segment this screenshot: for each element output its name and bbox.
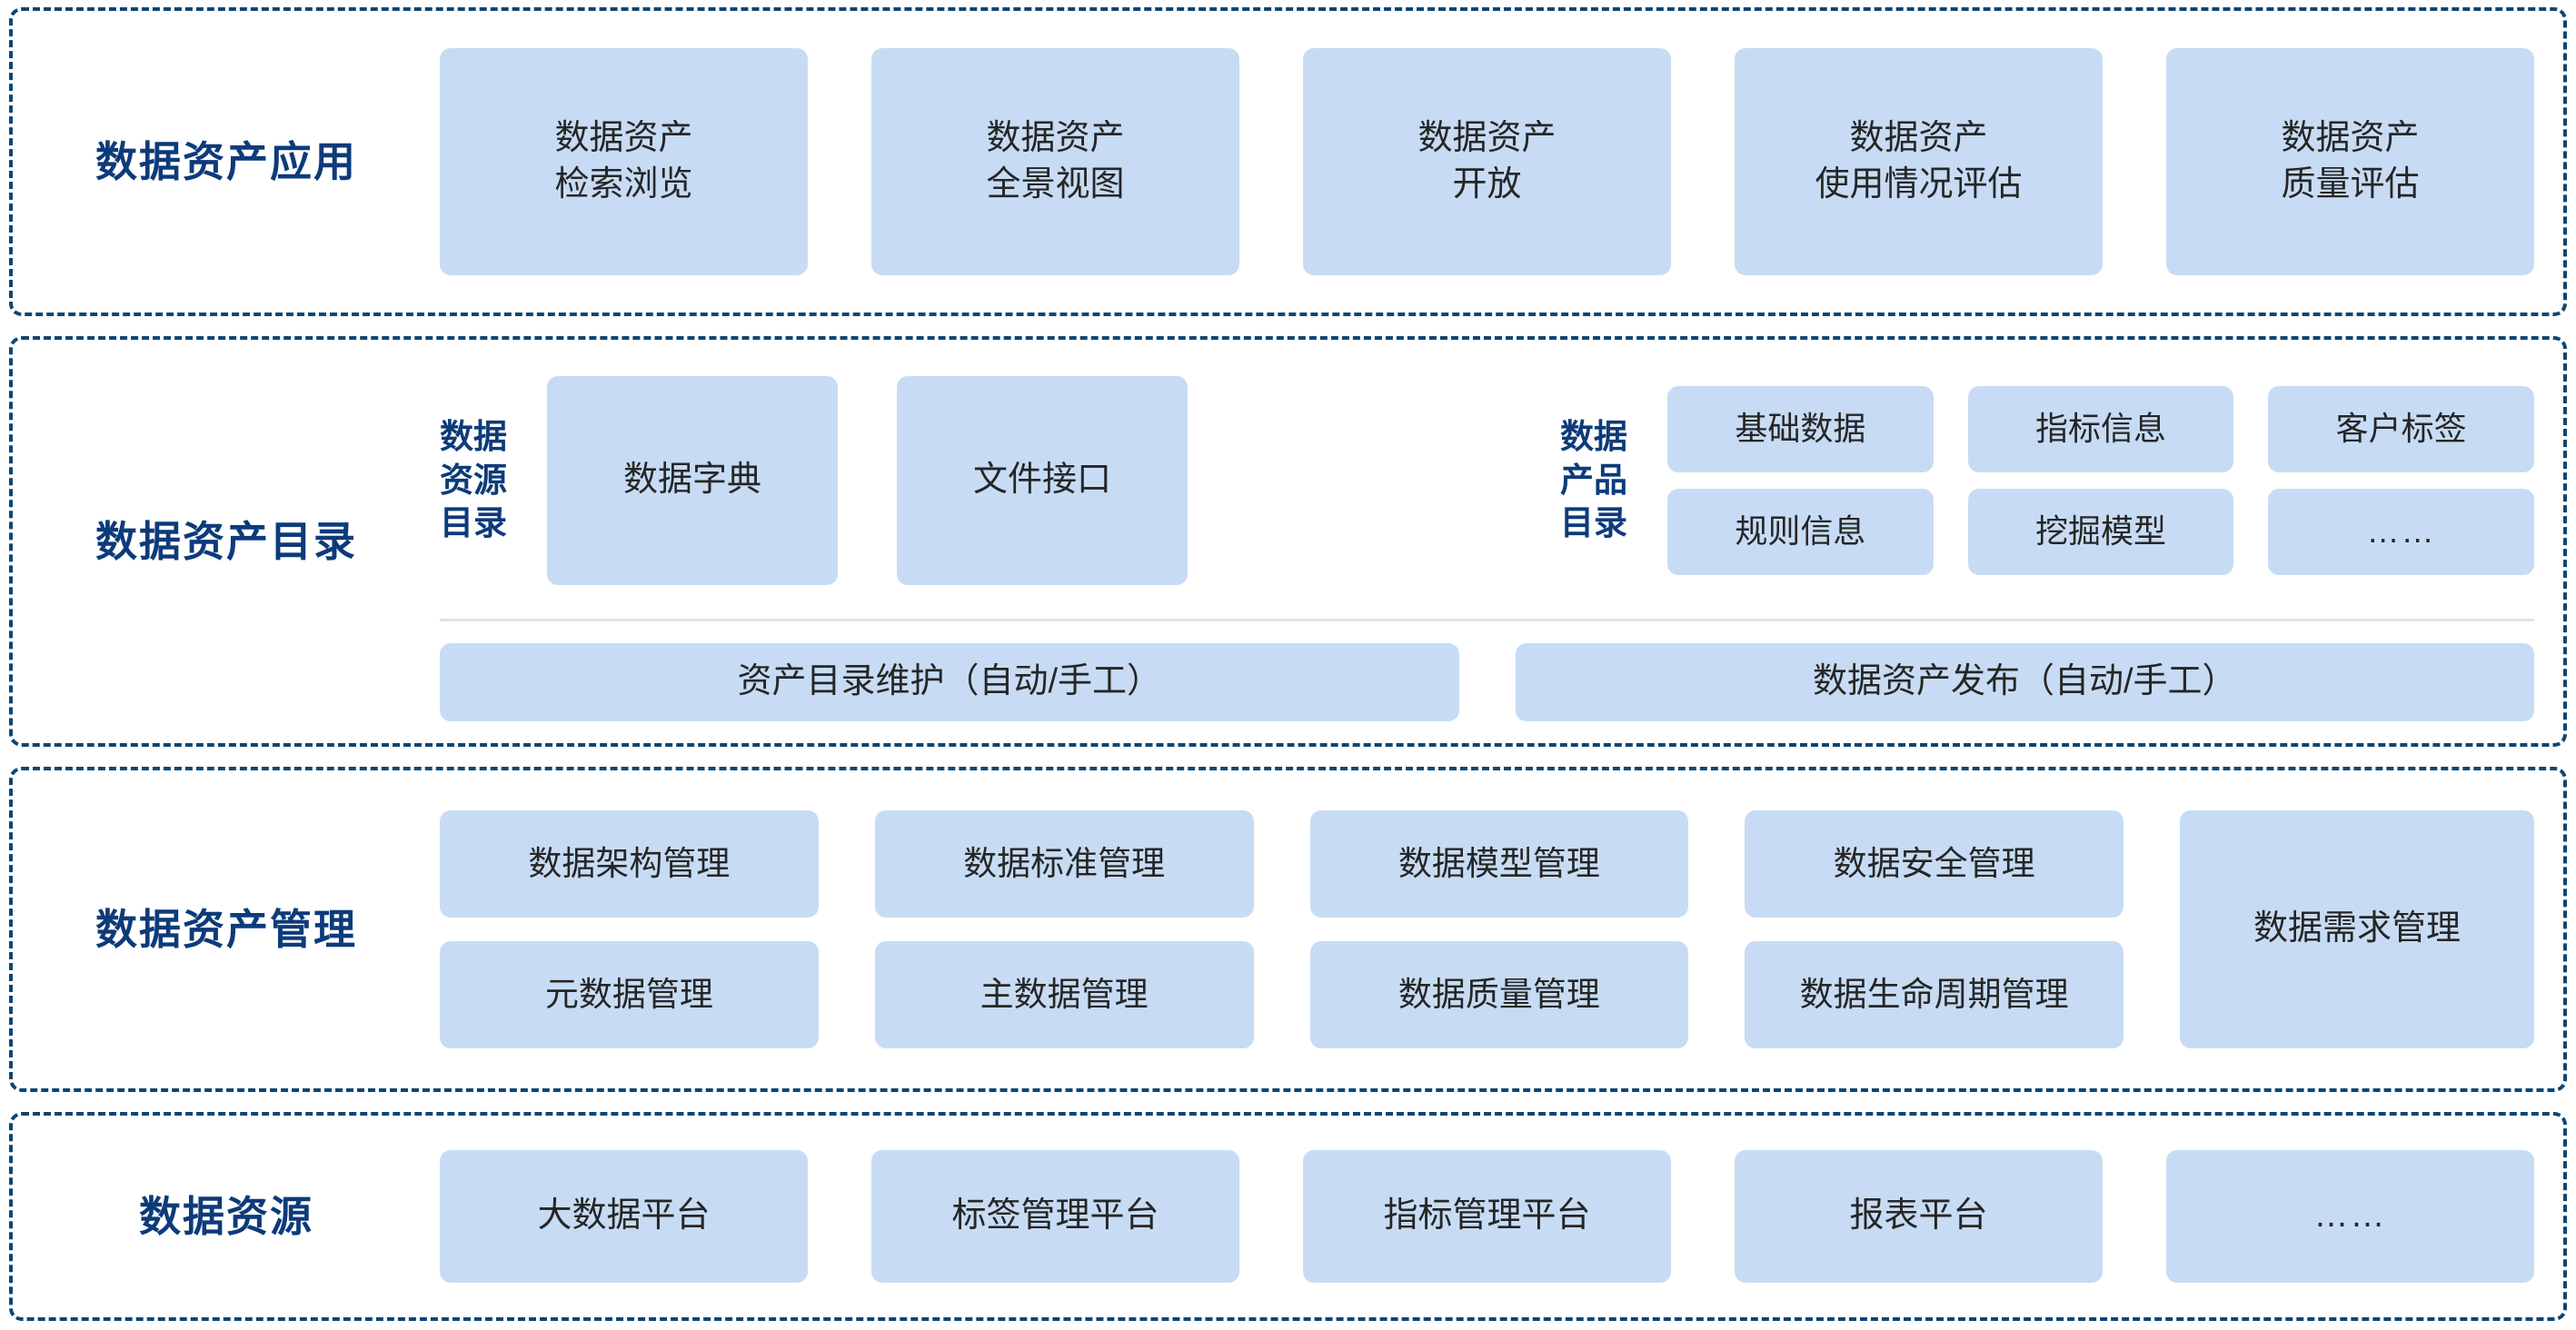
layer-title-resource: 数据资源 [139,1192,313,1240]
application-card-row: 数据资产 检索浏览 数据资产 全景视图 数据资产 开放 数据资产 使用情况评估 … [440,48,2563,275]
card-data-requirement-management[interactable]: 数据需求管理 [2180,810,2534,1048]
layer-data-asset-management: 数据资产管理 数据架构管理 数据标准管理 数据模型管理 数据安全管理 元数据管理… [9,767,2567,1092]
sub-title-product-catalog: 数据 产品 目录 [1559,418,1627,542]
management-grid: 数据架构管理 数据标准管理 数据模型管理 数据安全管理 元数据管理 主数据管理 … [440,810,2123,1048]
card-file-interface[interactable]: 文件接口 [897,375,1188,585]
catalog-divider [440,618,2534,621]
card-big-data-platform[interactable]: 大数据平台 [440,1150,808,1283]
sub-title-resource-catalog: 数据 资源 目录 [440,418,507,542]
card-mining-model[interactable]: 挖掘模型 [1967,488,2234,575]
card-asset-publish[interactable]: 数据资产发布（自动/手工） [1515,642,2534,721]
product-catalog-grid: 基础数据 指标信息 客户标签 规则信息 挖掘模型 …… [1666,385,2535,575]
card-product-more[interactable]: …… [2268,488,2535,575]
card-report-platform[interactable]: 报表平台 [1735,1150,2103,1283]
card-rule-info[interactable]: 规则信息 [1666,488,1934,575]
layer-data-asset-catalog: 数据资产目录 数据 资源 目录 数据字典 文件接口 数据 产品 目录 基础数据 … [9,336,2567,747]
card-catalog-maintenance[interactable]: 资产目录维护（自动/手工） [440,642,1459,721]
layer-data-resource: 数据资源 大数据平台 标签管理平台 指标管理平台 报表平台 …… [9,1112,2567,1321]
card-indicator-info[interactable]: 指标信息 [1967,385,2234,472]
card-data-lifecycle-management[interactable]: 数据生命周期管理 [1745,941,2123,1048]
card-data-dictionary[interactable]: 数据字典 [547,375,838,585]
card-data-architecture-management[interactable]: 数据架构管理 [440,810,819,918]
layer-data-asset-application: 数据资产应用 数据资产 检索浏览 数据资产 全景视图 数据资产 开放 数据资产 … [9,7,2567,316]
card-data-model-management[interactable]: 数据模型管理 [1309,810,1689,918]
resource-catalog-cards: 数据字典 文件接口 [547,375,1188,585]
card-asset-panorama-view[interactable]: 数据资产 全景视图 [871,48,1239,275]
management-body: 数据架构管理 数据标准管理 数据模型管理 数据安全管理 元数据管理 主数据管理 … [440,810,2563,1048]
catalog-top-row: 数据 资源 目录 数据字典 文件接口 数据 产品 目录 基础数据 指标信息 客户… [440,362,2535,599]
resource-card-row: 大数据平台 标签管理平台 指标管理平台 报表平台 …… [440,1150,2563,1283]
layer-title-catalog: 数据资产目录 [95,517,357,565]
card-master-data-management[interactable]: 主数据管理 [874,941,1254,1048]
card-basic-data[interactable]: 基础数据 [1666,385,1934,472]
card-asset-usage-evaluation[interactable]: 数据资产 使用情况评估 [1735,48,2103,275]
card-customer-tag[interactable]: 客户标签 [2268,385,2535,472]
card-resource-more[interactable]: …… [2166,1150,2534,1283]
card-indicator-management-platform[interactable]: 指标管理平台 [1303,1150,1671,1283]
card-data-standard-management[interactable]: 数据标准管理 [874,810,1254,918]
card-asset-search-browse[interactable]: 数据资产 检索浏览 [440,48,808,275]
card-tag-management-platform[interactable]: 标签管理平台 [871,1150,1239,1283]
catalog-bottom-row: 资产目录维护（自动/手工） 数据资产发布（自动/手工） [440,642,2534,721]
card-asset-open[interactable]: 数据资产 开放 [1303,48,1671,275]
layer-title-management: 数据资产管理 [95,905,357,953]
card-data-security-management[interactable]: 数据安全管理 [1745,810,2123,918]
card-asset-quality-evaluation[interactable]: 数据资产 质量评估 [2166,48,2534,275]
card-data-quality-management[interactable]: 数据质量管理 [1309,941,1689,1048]
layer-title-application: 数据资产应用 [95,137,357,185]
catalog-body: 数据 资源 目录 数据字典 文件接口 数据 产品 目录 基础数据 指标信息 客户… [440,340,2563,743]
card-metadata-management[interactable]: 元数据管理 [440,941,819,1048]
